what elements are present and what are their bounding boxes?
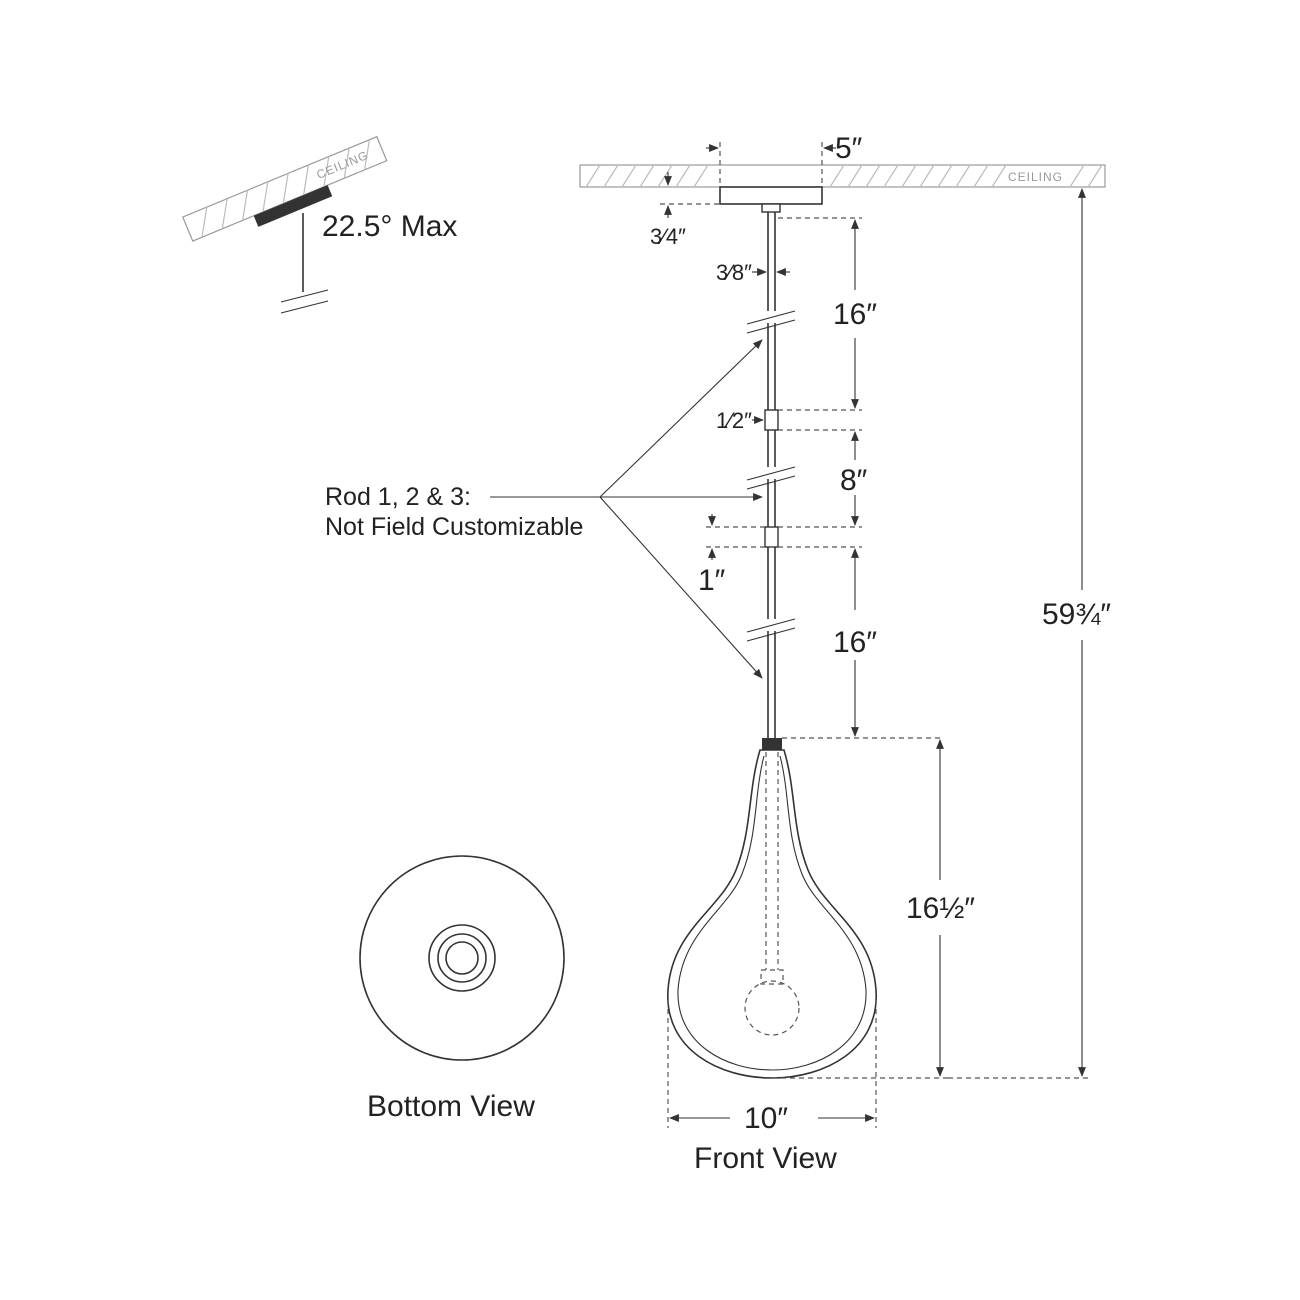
ceiling-band: CEILING [579, 164, 1106, 188]
rod2-length-dimension: 8″ [778, 431, 868, 528]
ceiling-label-sloped: CEILING [314, 148, 370, 182]
shade-height-dimension: 16½″ [772, 739, 975, 1079]
shade-width-dimension: 10″ [667, 1000, 877, 1135]
shade-height-label: 16½″ [906, 892, 975, 925]
canopy-height-dimension: 3⁄4″ [650, 172, 720, 249]
ceiling-label-front: CEILING [1008, 170, 1063, 184]
rod3-length-label: 16″ [833, 626, 877, 659]
overall-height-dimension: 59¾″ [948, 188, 1111, 1079]
bottom-view-caption: Bottom View [367, 1090, 535, 1123]
rod-diameter-dimension: 3⁄8″ [716, 260, 790, 285]
sloped-ceiling-detail: CEILING 22.5° Max [182, 135, 457, 314]
slope-max-label: 22.5° Max [322, 210, 457, 243]
overall-height-label: 59¾″ [1042, 598, 1111, 631]
glass-shade [667, 749, 877, 1079]
front-view-caption: Front View [694, 1142, 837, 1175]
rods-note: Rod 1, 2 & 3: Not Field Customizable [325, 339, 763, 679]
rod-assembly [746, 212, 796, 750]
rod1-length-dimension: 16″ [778, 217, 877, 411]
rods-note-line1: Rod 1, 2 & 3: [325, 483, 471, 511]
canopy [719, 186, 823, 213]
canopy-height-label: 3⁄4″ [650, 224, 686, 249]
rod3-length-dimension: 16″ [782, 548, 944, 739]
bottom-view [359, 855, 565, 1061]
shade-width-label: 10″ [744, 1102, 788, 1135]
canopy-width-dimension: 5″ [706, 132, 863, 187]
rod2-length-label: 8″ [840, 464, 868, 497]
rods-note-line2: Not Field Customizable [325, 513, 583, 541]
rod-diameter-label: 3⁄8″ [716, 260, 752, 285]
coupler-one-dimension: 1″ [698, 514, 862, 597]
coupler-half-label: 1⁄2″ [716, 408, 752, 433]
canopy-width-label: 5″ [835, 132, 863, 165]
coupler-one-label: 1″ [698, 564, 726, 597]
rod1-length-label: 16″ [833, 298, 877, 331]
coupler-half-dimension: 1⁄2″ [716, 408, 862, 433]
